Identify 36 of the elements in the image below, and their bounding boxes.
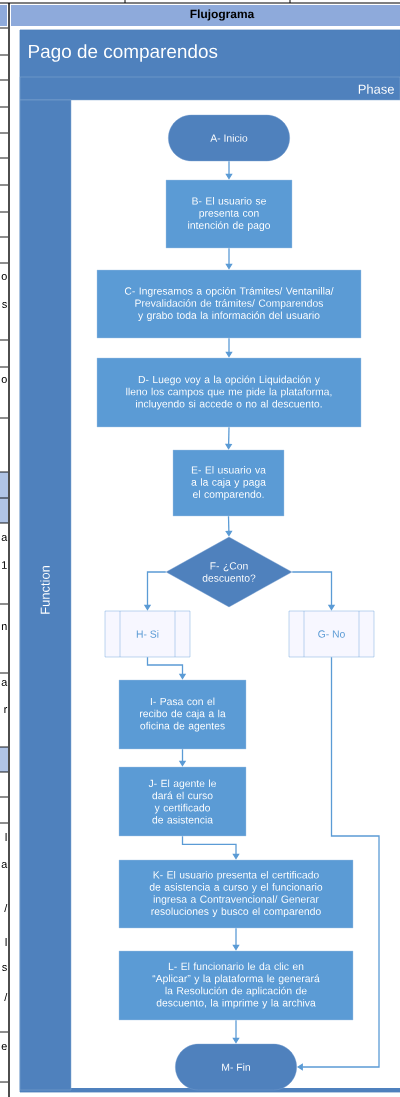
table-text: /	[4, 904, 8, 913]
table-text: e	[1, 1044, 7, 1050]
arrow	[225, 337, 233, 358]
process-box: C- Ingresamos a opción Trámites/ Ventanilla/ Prevalidación de trámites/ Comparendos y grabo toda la información del usuario	[96, 269, 362, 339]
table-text: s	[2, 302, 7, 308]
table-text: a	[1, 680, 8, 686]
arrow	[225, 247, 233, 270]
table-text: l	[5, 833, 7, 841]
title-bar: Flujograma	[0, 5, 400, 26]
process-box: B- El usuario se presenta con intención de pago	[165, 179, 293, 249]
table-text: o	[1, 274, 7, 280]
phase-band: Phase	[19, 76, 400, 101]
process-box: L- El funcionario le da clic en “Aplicar” y la plataforma le generará la Resolución de aplicación de descuento, la imprime y la archiva	[118, 950, 354, 1021]
table-text: n	[1, 624, 7, 630]
process-box: D- Luego voy a la opción Liquidación y lleno los campos que me pide la plataforma, incluyendo si accede o no al descuento.	[96, 357, 362, 428]
arrow	[146, 656, 187, 680]
process-box: E- El usuario va a la caja y paga el comparendo.	[172, 449, 285, 517]
table-text: a	[1, 862, 8, 868]
table-text: 1	[2, 561, 7, 569]
process-box: J- El agente le dará el curso y certificado de asistencia	[118, 766, 247, 837]
subprocess-box: H- Si	[104, 610, 191, 658]
arrow	[225, 515, 233, 537]
arrow	[181, 835, 240, 860]
arrow	[232, 927, 240, 951]
table-text: /	[4, 993, 8, 1002]
arrow	[225, 160, 233, 180]
subprocess-box: G- No	[288, 610, 375, 658]
process-box: K- El usuario presenta el certificado de asistencia a curso y el funcionario ingresa a Contravencional/ Generar resoluciones y busco el comparendo	[118, 859, 354, 929]
arrow	[291, 571, 336, 611]
process-box: I- Pasa con el recibo de caja a la oficina de agentes	[118, 679, 247, 750]
table-text: s	[2, 965, 7, 971]
table-text: a	[1, 535, 8, 541]
table-text: l	[5, 938, 7, 946]
table-text: o	[1, 377, 7, 383]
table-text: r	[4, 707, 8, 713]
arrow	[232, 1019, 240, 1044]
